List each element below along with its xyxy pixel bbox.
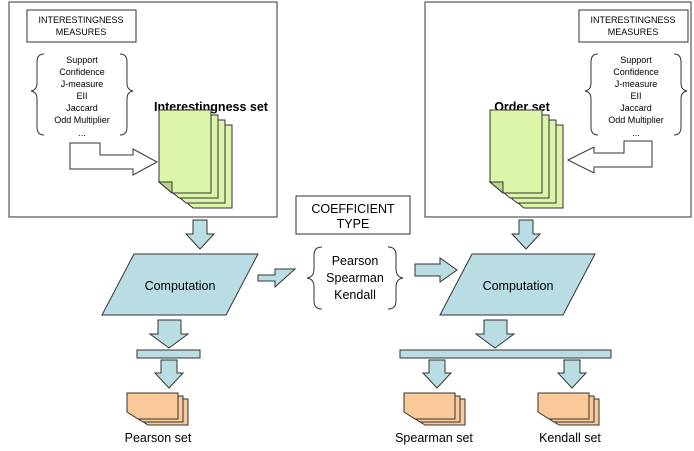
right-measures-to-set-arrow: [566, 140, 653, 174]
bar-to-spearman-arrow: [421, 359, 453, 389]
left-measures-header-line1: INTERESTINGNESS: [38, 15, 123, 25]
left-set-to-computation-arrow: [184, 219, 216, 250]
left-measure-item: Jaccard: [66, 103, 98, 113]
right-set-to-computation-arrow: [510, 219, 542, 250]
coefficient-item: Pearson: [332, 254, 379, 268]
left-measures-brace-close: [119, 53, 134, 136]
right-measures-brace-close: [673, 53, 688, 136]
order-set-documents-icon: [488, 109, 564, 209]
left-measure-item: Support: [66, 55, 98, 65]
coefficient-type-box: [295, 195, 411, 235]
right-measures-header-line2: MEASURES: [608, 27, 659, 37]
right-measure-item: EII: [630, 91, 641, 101]
coefficient-title-line1: COEFFICIENT: [311, 202, 395, 216]
right-measure-item: Jaccard: [620, 103, 652, 113]
left-measures-brace-open: [30, 53, 45, 136]
right-measure-item: Support: [620, 55, 652, 65]
spearman-set-documents-icon: [403, 392, 466, 426]
pearson-set-documents-icon: [126, 392, 189, 426]
left-flow: Computation Pearson set: [101, 219, 259, 445]
coefficient-title-line2: TYPE: [337, 217, 370, 231]
left-measure-item: EII: [76, 91, 87, 101]
coefficient-brace-close: [387, 246, 404, 310]
interestingness-set-documents-icon: [157, 109, 233, 209]
coefficient-to-left-computation-arrow: [257, 268, 297, 289]
coefficient-type: COEFFICIENT TYPE Pearson Spearman Kendal…: [257, 195, 458, 310]
left-measure-item: J-measure: [61, 79, 104, 89]
bar-to-kendall-arrow: [556, 359, 588, 389]
left-computation-label: Computation: [145, 279, 216, 293]
right-flow: Computation Spearman set Kendall set: [395, 219, 612, 445]
right-computation-down-arrow: [474, 319, 516, 349]
left-measure-item: Odd Multiplier: [54, 115, 110, 125]
coefficient-to-right-computation-arrow: [414, 257, 458, 283]
left-distribution-bar: [136, 349, 201, 359]
right-measure-item: Odd Multiplier: [608, 115, 664, 125]
kendall-set-label: Kendall set: [539, 431, 601, 445]
coefficient-brace-open: [306, 246, 323, 310]
coefficient-item: Spearman: [326, 271, 384, 285]
left-panel: INTERESTINGNESS MEASURES Support Confide…: [8, 1, 278, 218]
right-distribution-bar: [399, 349, 612, 359]
right-computation-label: Computation: [483, 279, 554, 293]
left-measure-item: Confidence: [59, 67, 105, 77]
left-computation-shape: [101, 253, 259, 316]
left-measures-header-box: [26, 9, 137, 43]
coefficient-item: Kendall: [334, 288, 376, 302]
left-computation-down-arrow: [148, 319, 190, 349]
right-measures-brace-open: [584, 53, 599, 136]
pearson-set-label: Pearson set: [125, 431, 192, 445]
spearman-set-label: Spearman set: [395, 431, 473, 445]
right-measures-header-line1: INTERESTINGNESS: [590, 15, 675, 25]
right-panel: INTERESTINGNESS MEASURES Support Confide…: [424, 1, 692, 218]
right-measure-item: J-measure: [615, 79, 658, 89]
right-measure-item: ...: [632, 128, 640, 138]
left-measure-item: ...: [78, 128, 86, 138]
left-bar-to-output-arrow: [153, 359, 185, 389]
left-measures-header-line2: MEASURES: [56, 27, 107, 37]
right-computation-shape: [439, 253, 596, 316]
right-measures-header-box: [578, 9, 689, 43]
kendall-set-documents-icon: [537, 392, 600, 426]
right-measure-item: Confidence: [613, 67, 659, 77]
left-measures-to-set-arrow: [69, 142, 159, 176]
